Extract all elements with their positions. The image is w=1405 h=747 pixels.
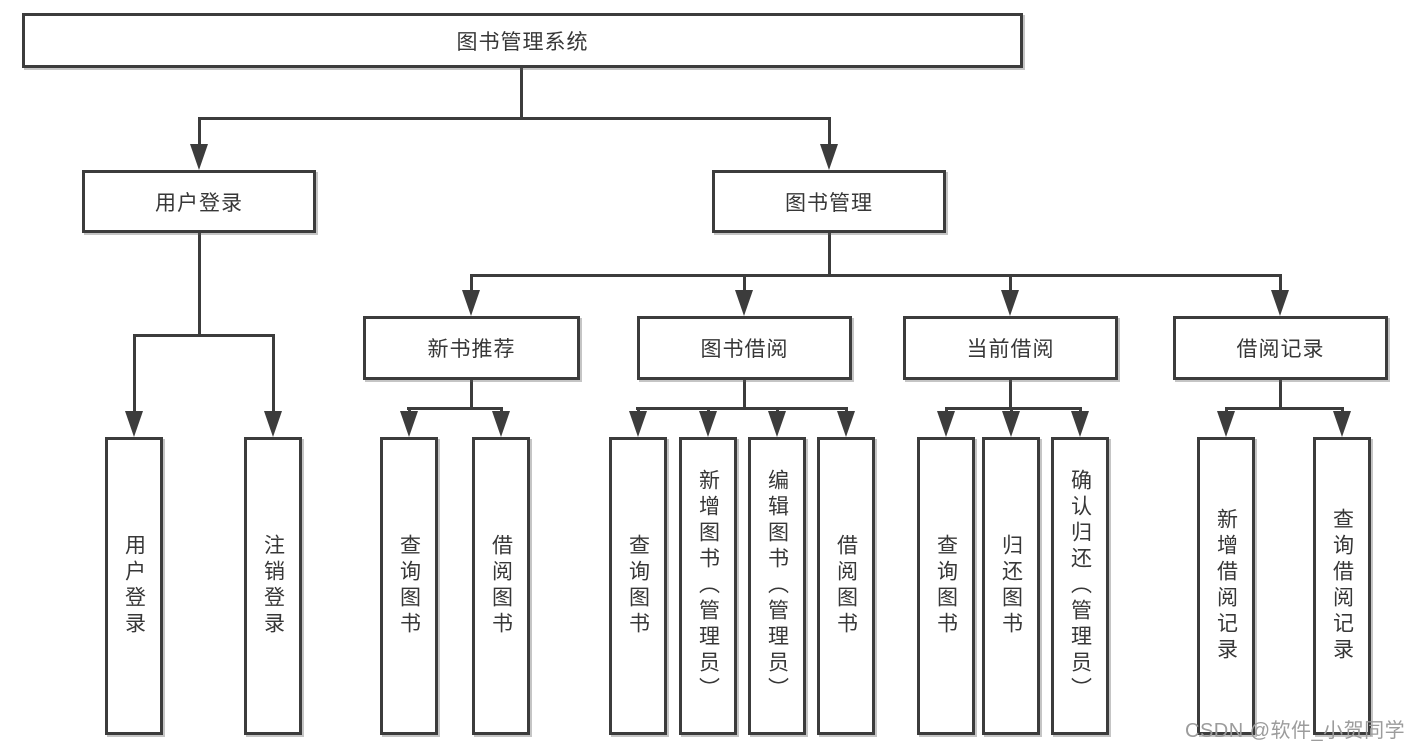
leaf-logout: 注销登录 (244, 437, 302, 735)
connector-arrow (768, 407, 786, 437)
connector-arrow (264, 334, 282, 437)
connector-arrow (735, 274, 753, 316)
leaf-query-book: 查询图书 (609, 437, 667, 735)
leaf-borrow-book: 借阅图书 (817, 437, 875, 735)
connector-arrow (1271, 274, 1289, 316)
connector-line (1009, 380, 1012, 409)
connector-arrow (937, 407, 955, 437)
leaf-query-borrow-record: 查询借阅记录 (1313, 437, 1371, 735)
node-current-borrow: 当前借阅 (903, 316, 1118, 380)
connector-arrow (400, 407, 418, 437)
node-book-borrow: 图书借阅 (637, 316, 852, 380)
leaf-edit-book-admin: 编辑图书（管理员） (748, 437, 806, 735)
connector-line (743, 380, 746, 409)
watermark: CSDN @软件_小贺同学 (1185, 720, 1405, 742)
connector-line (828, 233, 831, 276)
connector-line (470, 274, 1282, 277)
connector-arrow (125, 334, 143, 437)
node-user-login: 用户登录 (82, 170, 316, 233)
connector-arrow (1071, 407, 1089, 437)
connector-arrow (1001, 274, 1019, 316)
connector-arrow (820, 117, 838, 170)
connector-line (407, 407, 503, 410)
leaf-query-book: 查询图书 (380, 437, 438, 735)
connector-arrow (1217, 407, 1235, 437)
connector-line (198, 117, 831, 120)
connector-arrow (699, 407, 717, 437)
connector-arrow (190, 117, 208, 170)
connector-line (520, 68, 523, 118)
leaf-add-borrow-record: 新增借阅记录 (1197, 437, 1255, 735)
connector-line (1279, 380, 1282, 409)
leaf-add-book-admin: 新增图书（管理员） (679, 437, 737, 735)
node-library-management-system: 图书管理系统 (22, 13, 1023, 68)
connector-arrow (1333, 407, 1351, 437)
connector-line (636, 407, 848, 410)
connector-line (946, 407, 1082, 410)
connector-arrow (462, 274, 480, 316)
node-new-book-recommend: 新书推荐 (363, 316, 580, 380)
connector-arrow (629, 407, 647, 437)
node-borrow-record: 借阅记录 (1173, 316, 1388, 380)
leaf-borrow-book: 借阅图书 (472, 437, 530, 735)
connector-line (133, 334, 275, 337)
connector-arrow (837, 407, 855, 437)
connector-line (1226, 407, 1342, 410)
connector-arrow (1002, 407, 1020, 437)
connector-line (198, 233, 201, 336)
connector-line (470, 380, 473, 409)
connector-arrow (492, 407, 510, 437)
leaf-query-book: 查询图书 (917, 437, 975, 735)
leaf-user-login: 用户登录 (105, 437, 163, 735)
leaf-return-book: 归还图书 (982, 437, 1040, 735)
leaf-confirm-return-admin: 确认归还（管理员） (1051, 437, 1109, 735)
node-book-management: 图书管理 (712, 170, 946, 233)
